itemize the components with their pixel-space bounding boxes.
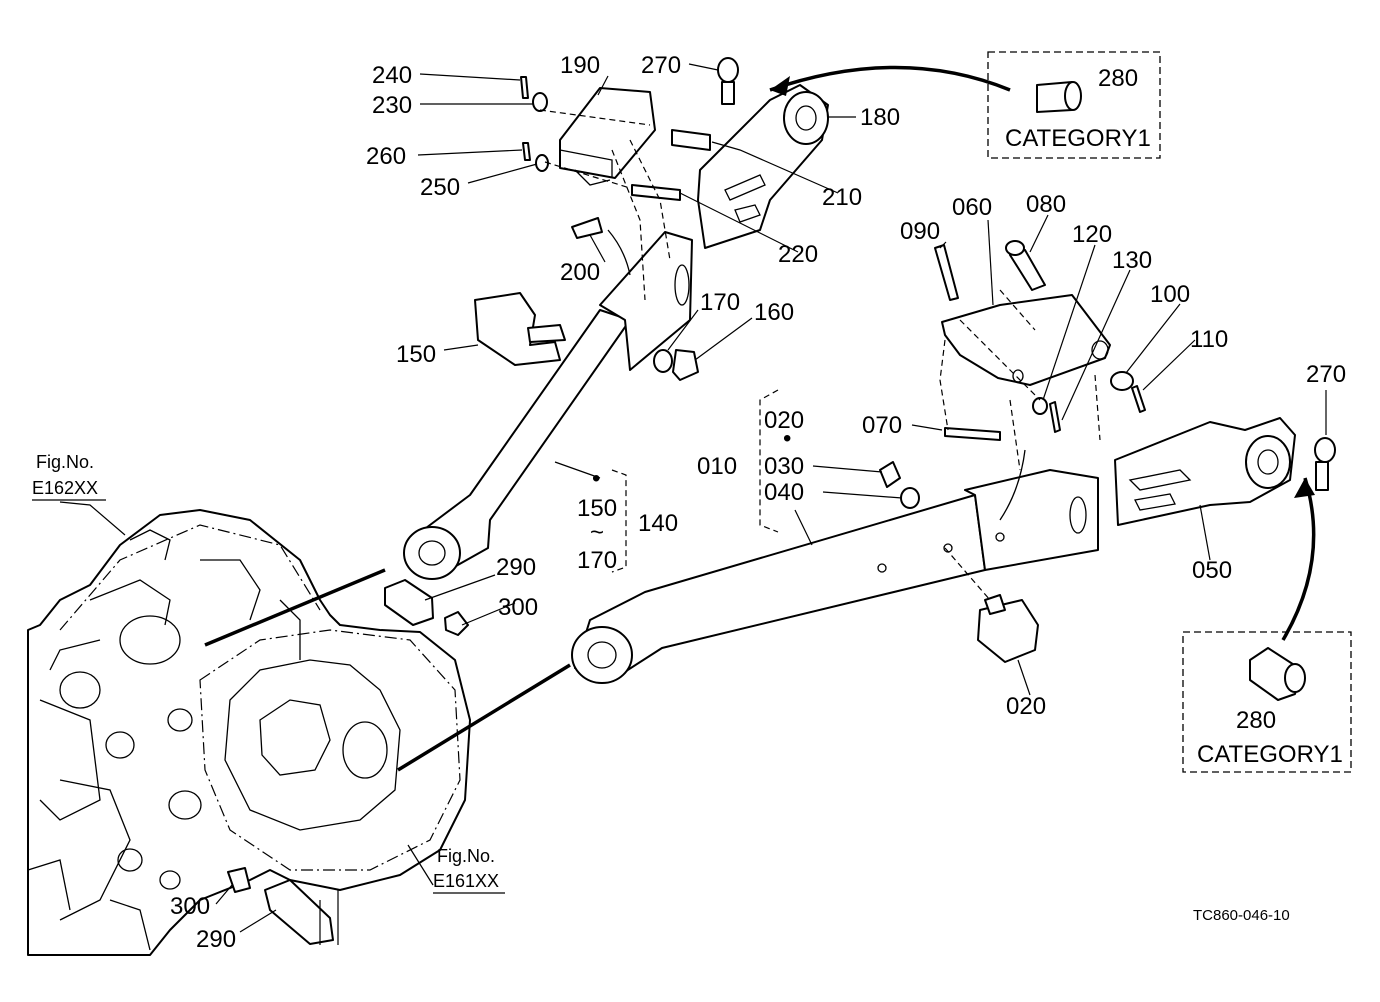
- callout-140: 140: [638, 510, 678, 537]
- bracket-010: [759, 389, 779, 533]
- callout-290-bottom: 290: [196, 926, 236, 953]
- fig-ref-left-title: Fig.No.: [36, 452, 94, 472]
- lower-link-assembly: [571, 240, 1336, 684]
- category-box-top: [987, 51, 1161, 159]
- bushing-280-bottom: [1249, 647, 1306, 701]
- callout-070: 070: [862, 412, 902, 439]
- callout-220: 220: [778, 241, 818, 268]
- callout-050: 050: [1192, 557, 1232, 584]
- callout-170-range: 170: [577, 547, 617, 574]
- callout-160: 160: [754, 299, 794, 326]
- leader-lines: [59, 63, 1327, 945]
- callout-270-right: 270: [1306, 361, 1346, 388]
- callout-010: 010: [697, 453, 737, 480]
- callout-170-top: 170: [700, 289, 740, 316]
- callout-280-top: 280: [1098, 65, 1138, 92]
- callout-040: 040: [764, 479, 804, 506]
- callout-230: 230: [372, 92, 412, 119]
- dot-symbol-140: •: [592, 465, 600, 492]
- callout-060: 060: [952, 194, 992, 221]
- transmission-housing: [27, 509, 471, 956]
- bracket-140: [611, 469, 627, 573]
- bushing-280-top: [1036, 81, 1082, 113]
- fig-ref-bottom-title: Fig.No.: [437, 846, 495, 866]
- category-box-bottom: [1182, 631, 1352, 773]
- callout-110: 110: [1190, 326, 1228, 353]
- drawing-code: TC860-046-10: [1193, 907, 1290, 924]
- top-link-assembly: [403, 57, 829, 580]
- category-label-bottom: CATEGORY1: [1197, 741, 1343, 768]
- callout-150-left: 150: [396, 341, 436, 368]
- callout-270-top: 270: [641, 52, 681, 79]
- connection-lines: [204, 65, 1316, 772]
- callout-250: 250: [420, 174, 460, 201]
- callout-030: 030: [764, 453, 804, 480]
- callout-200: 200: [560, 259, 600, 286]
- callout-020-top: 020: [764, 407, 804, 434]
- bolts-290-300: [227, 579, 469, 945]
- category-label-top: CATEGORY1: [1005, 125, 1151, 152]
- fig-ref-left-code: E162XX: [32, 478, 98, 498]
- callout-290-top: 290: [496, 554, 536, 581]
- callout-020-bottom: 020: [1006, 693, 1046, 720]
- callout-080: 080: [1026, 191, 1066, 218]
- dot-symbol-010: •: [783, 425, 791, 452]
- callout-labels: 240 230 190 270 180 280 260 250 210 220 …: [32, 52, 1346, 953]
- callout-300-bottom: 300: [170, 893, 210, 920]
- callout-240: 240: [372, 62, 412, 89]
- callout-300-top: 300: [498, 594, 538, 621]
- fig-ref-bottom-code: E161XX: [433, 871, 499, 891]
- callout-180: 180: [860, 104, 900, 131]
- tilde-symbol-140: ~: [590, 519, 604, 546]
- callout-280-bottom: 280: [1236, 707, 1276, 734]
- callout-130: 130: [1112, 247, 1152, 274]
- callout-120: 120: [1072, 221, 1112, 248]
- callout-210: 210: [822, 184, 862, 211]
- callout-100: 100: [1150, 281, 1190, 308]
- callout-260: 260: [366, 143, 406, 170]
- callout-150-range: 150: [577, 495, 617, 522]
- callout-090: 090: [900, 218, 940, 245]
- callout-190: 190: [560, 52, 600, 79]
